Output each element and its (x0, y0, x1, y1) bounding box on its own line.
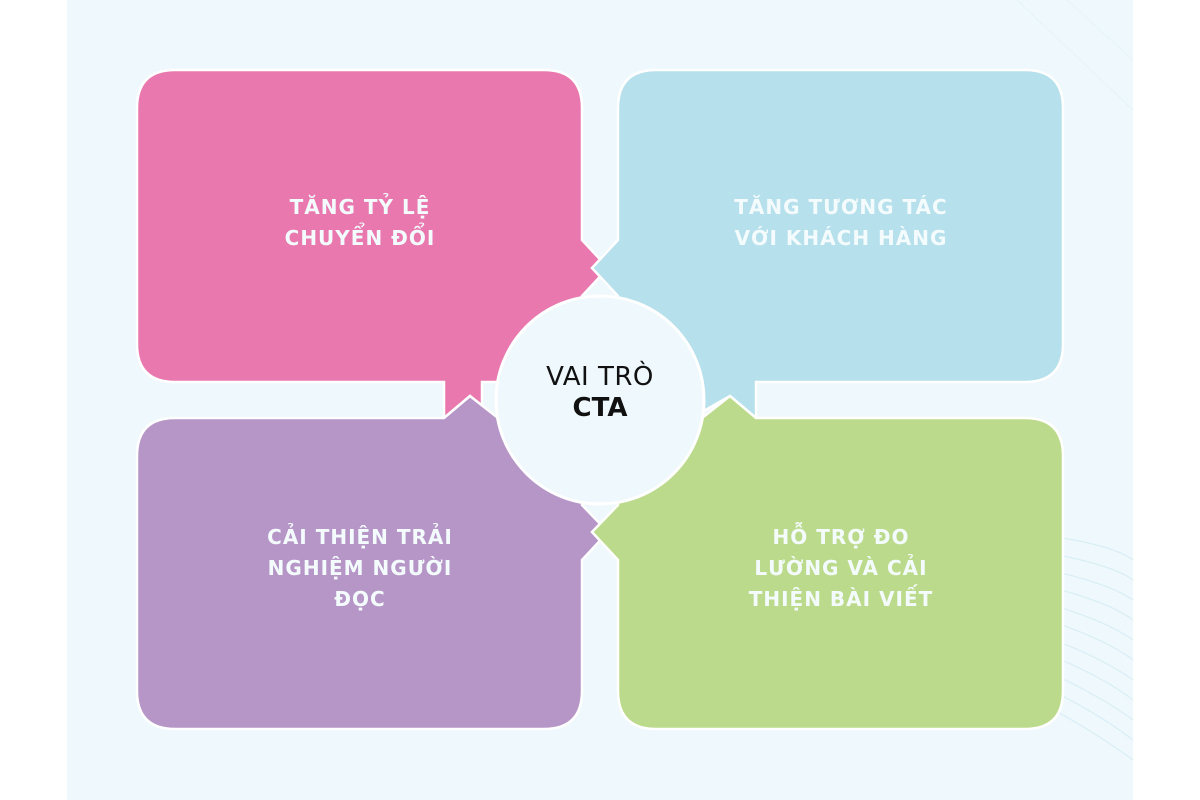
box-top-left-shape (135, 68, 610, 421)
box-top-left-label: TĂNG TỶ LỆ CHUYỂN ĐỔI (284, 195, 436, 250)
box-bottom-right-shape (590, 394, 1065, 731)
center-title-line1: VAI TRÒ (546, 362, 654, 392)
center-title-line2: CTA (572, 393, 628, 423)
center-circle (494, 294, 706, 506)
box-bottom-left-shape (135, 394, 610, 731)
box-top-right-shape (590, 68, 1065, 421)
box-top-right-label: TĂNG TƯƠNG TÁC VỚI KHÁCH HÀNG (734, 195, 948, 250)
box-bottom-right-label: HỖ TRỢ ĐO LƯỜNG VÀ CẢI THIỆN BÀI VIẾT (748, 525, 934, 611)
box-bottom-left-label: CẢI THIỆN TRẢI NGHIỆM NGƯỜI ĐỌC (267, 525, 453, 611)
center-title: VAI TRÒ CTA (497, 362, 703, 424)
